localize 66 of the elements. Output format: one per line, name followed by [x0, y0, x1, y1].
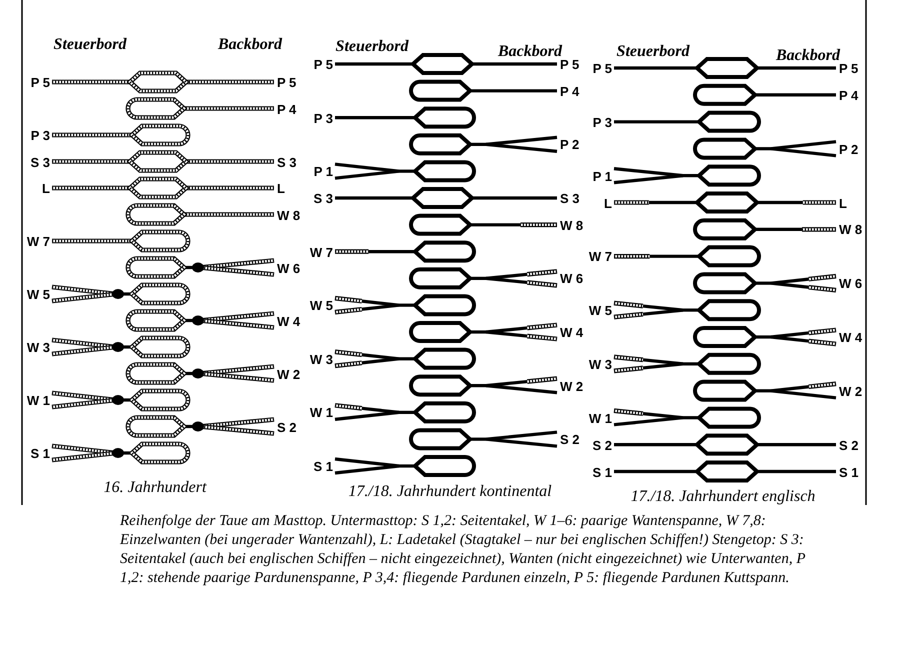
rope-label: W 7 — [26, 235, 50, 248]
rope-label: W 4 — [277, 314, 300, 328]
rope-label: W 7 — [588, 250, 612, 264]
side-heading: Steuerbord — [54, 37, 126, 53]
rope-label: W 5 — [26, 288, 50, 301]
rope-label: W 1 — [310, 406, 333, 420]
rope-label: S 1 — [313, 460, 333, 473]
rope-label: W 4 — [839, 331, 862, 344]
side-heading: Backbord — [498, 44, 562, 60]
rope-label: W 2 — [277, 368, 300, 380]
rope-label: P 3 — [592, 116, 612, 129]
rope-label: P 1 — [592, 170, 612, 183]
column-caption: 16. Jahrhundert — [104, 480, 206, 496]
rope-label: S 3 — [277, 156, 297, 168]
rope-label: S 3 — [560, 192, 580, 205]
rope-label: W 2 — [839, 384, 862, 398]
rope-label: S 1 — [30, 447, 50, 460]
rope-label: L — [604, 196, 612, 210]
rope-label: P 5 — [560, 58, 580, 71]
side-heading: Backbord — [776, 48, 840, 64]
rope-label: L — [277, 182, 285, 195]
rope-label: P 3 — [30, 129, 50, 142]
rope-label: S 3 — [30, 156, 50, 168]
side-heading: Steuerbord — [616, 44, 690, 60]
rope-label: W 3 — [310, 352, 333, 366]
rope-label: W 1 — [588, 412, 612, 425]
side-heading: Steuerbord — [336, 39, 408, 55]
rope-label: S 1 — [592, 466, 612, 478]
rope-label: P 2 — [560, 138, 580, 152]
rope-label: S 2 — [592, 438, 612, 452]
rope-label: W 3 — [588, 358, 612, 371]
rope-label: L — [839, 196, 847, 210]
rope-label: P 5 — [30, 76, 50, 89]
rope-label: S 2 — [560, 433, 580, 446]
rope-label: W 8 — [560, 218, 584, 232]
rope-label: P 5 — [592, 62, 612, 75]
rope-label: P 4 — [839, 88, 858, 102]
column-caption: 17./18. Jahrhundert englisch — [630, 489, 816, 505]
rope-label: W 8 — [839, 223, 862, 236]
rope-label: P 5 — [839, 62, 858, 75]
caption-text: Reihenfolge der Taue am Masttop. Untermasttop: S 1,2: Seitentakel, W 1–6: paarige Wantenspanne, W 7,8: Einzelwanten (bei ungerader Wantenzahl), L: Ladetakel (Stagtakel – nur bei englischen Schiffen!) Stengetop: S 3: Seitentakel (auch bei englischen Schiffen – nicht eingezeichnet), Wanten (nicht eingezeichnet) wie Unterwanten, P 1,2: stehende paarige Pardunenspanne, P 3,4: fliegende Pardunen einzeln, P 5: fliegende Pardunen Kuttspann. — [120, 512, 806, 588]
rope-label: P 1 — [314, 165, 333, 178]
rope-label: S 2 — [277, 420, 297, 434]
rope-label: P 4 — [560, 84, 580, 98]
rope-label: S 3 — [313, 192, 333, 205]
rope-label: P 5 — [314, 58, 333, 71]
rope-label: P 4 — [277, 102, 296, 116]
rope-label: S 1 — [839, 466, 859, 478]
rope-label: W 7 — [310, 246, 333, 259]
rope-label: W 6 — [560, 272, 584, 286]
rope-label: P 2 — [839, 142, 858, 156]
rope-label: W 3 — [26, 341, 50, 354]
side-heading: Backbord — [218, 37, 282, 53]
rope-label: W 5 — [588, 304, 612, 318]
rope-label: W 1 — [26, 394, 50, 407]
rope-label: L — [42, 182, 50, 195]
rope-label: W 6 — [277, 262, 300, 274]
rope-label: W 5 — [310, 299, 333, 312]
rope-label: W 8 — [277, 208, 300, 222]
rope-label: P 3 — [314, 112, 333, 125]
rope-label: P 5 — [277, 76, 296, 89]
rope-label: S 2 — [839, 438, 859, 452]
rope-label: W 4 — [560, 326, 584, 339]
rope-label: W 2 — [560, 380, 584, 393]
rope-label: W 6 — [839, 277, 862, 290]
column-caption: 17./18. Jahrhundert kontinental — [348, 484, 552, 500]
